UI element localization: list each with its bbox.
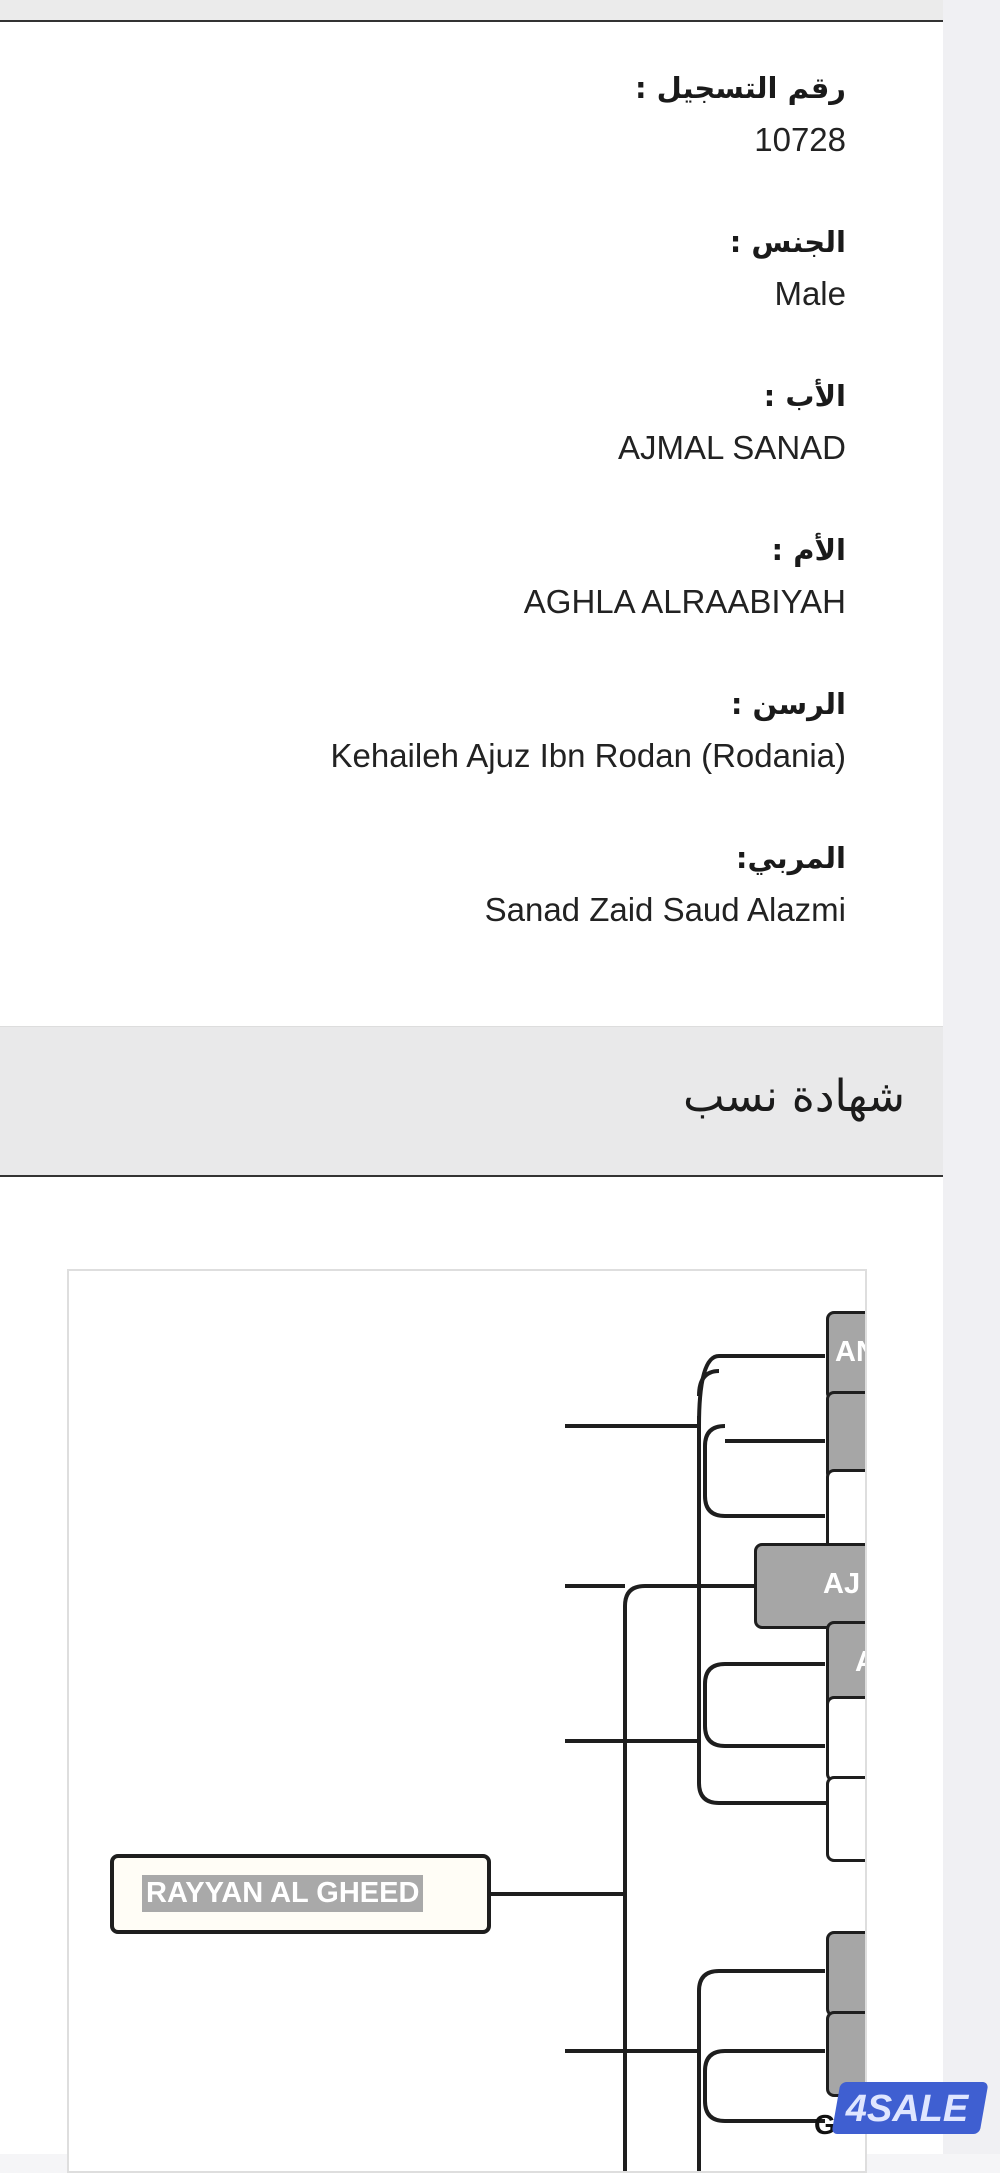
breeder-value: Sanad Zaid Saud Alazmi <box>484 891 846 928</box>
detail-dam: الأم : AGHLA ALRAABIYAH <box>26 522 846 676</box>
pedigree-box-gen3-6[interactable] <box>826 1776 865 1862</box>
pedigree-name-sire: AJ <box>823 1568 861 1600</box>
dam-value: AGHLA ALRAABIYAH <box>523 583 846 620</box>
pedigree-box-gen3-2[interactable] <box>826 1391 865 1481</box>
pedigree-box-gen3-5[interactable] <box>826 1696 865 1782</box>
sire-label: الأب : <box>763 379 846 413</box>
breeder-label: المربي: <box>735 841 846 875</box>
horse-details: رقم التسجيل : 10728 الجنس : Male الأب : … <box>26 60 846 984</box>
dam-label: الأم : <box>771 533 846 567</box>
page-margin <box>943 0 1000 2154</box>
sire-value: AJMAL SANAD <box>617 429 846 466</box>
gender-value: Male <box>774 275 846 312</box>
registration-value: 10728 <box>754 121 846 158</box>
detail-strain: الرسن : Kehaileh Ajuz Ibn Rodan (Rodania… <box>26 676 846 830</box>
pedigree-root-name: RAYYAN AL GHEED <box>142 1875 424 1912</box>
page: رقم التسجيل : 10728 الجنس : Male الأب : … <box>0 0 943 2173</box>
pedigree-section-header: شهادة نسب <box>0 1026 943 1177</box>
pedigree-box-gen3-7[interactable] <box>826 1931 865 2017</box>
pedigree-title: شهادة نسب <box>683 1071 905 1122</box>
registration-label: رقم التسجيل : <box>634 71 846 105</box>
detail-sire: الأب : AJMAL SANAD <box>26 368 846 522</box>
strain-label: الرسن : <box>730 687 846 721</box>
strain-value: Kehaileh Ajuz Ibn Rodan (Rodania) <box>330 737 846 774</box>
pedigree-name-gen3-4: A <box>855 1646 865 1679</box>
pedigree-name-gen3-1: AN <box>835 1336 865 1368</box>
top-divider <box>0 0 943 22</box>
detail-breeder: المربي: Sanad Zaid Saud Alazmi <box>26 830 846 984</box>
4sale-watermark-logo: 4SALE <box>831 2082 989 2134</box>
pedigree-connectors <box>491 1354 865 2171</box>
watermark-text: 4SALE <box>845 2088 969 2130</box>
pedigree-tree[interactable]: AN AJ A RAYYAN AL GHEED GL <box>67 1269 867 2173</box>
pedigree-box-sire[interactable]: AJ <box>754 1543 865 1629</box>
pedigree-root-box[interactable]: RAYYAN AL GHEED <box>110 1854 491 1934</box>
gender-label: الجنس : <box>729 225 846 259</box>
pedigree-box-gen3-1[interactable]: AN <box>826 1311 865 1401</box>
detail-registration: رقم التسجيل : 10728 <box>26 60 846 214</box>
detail-gender: الجنس : Male <box>26 214 846 368</box>
